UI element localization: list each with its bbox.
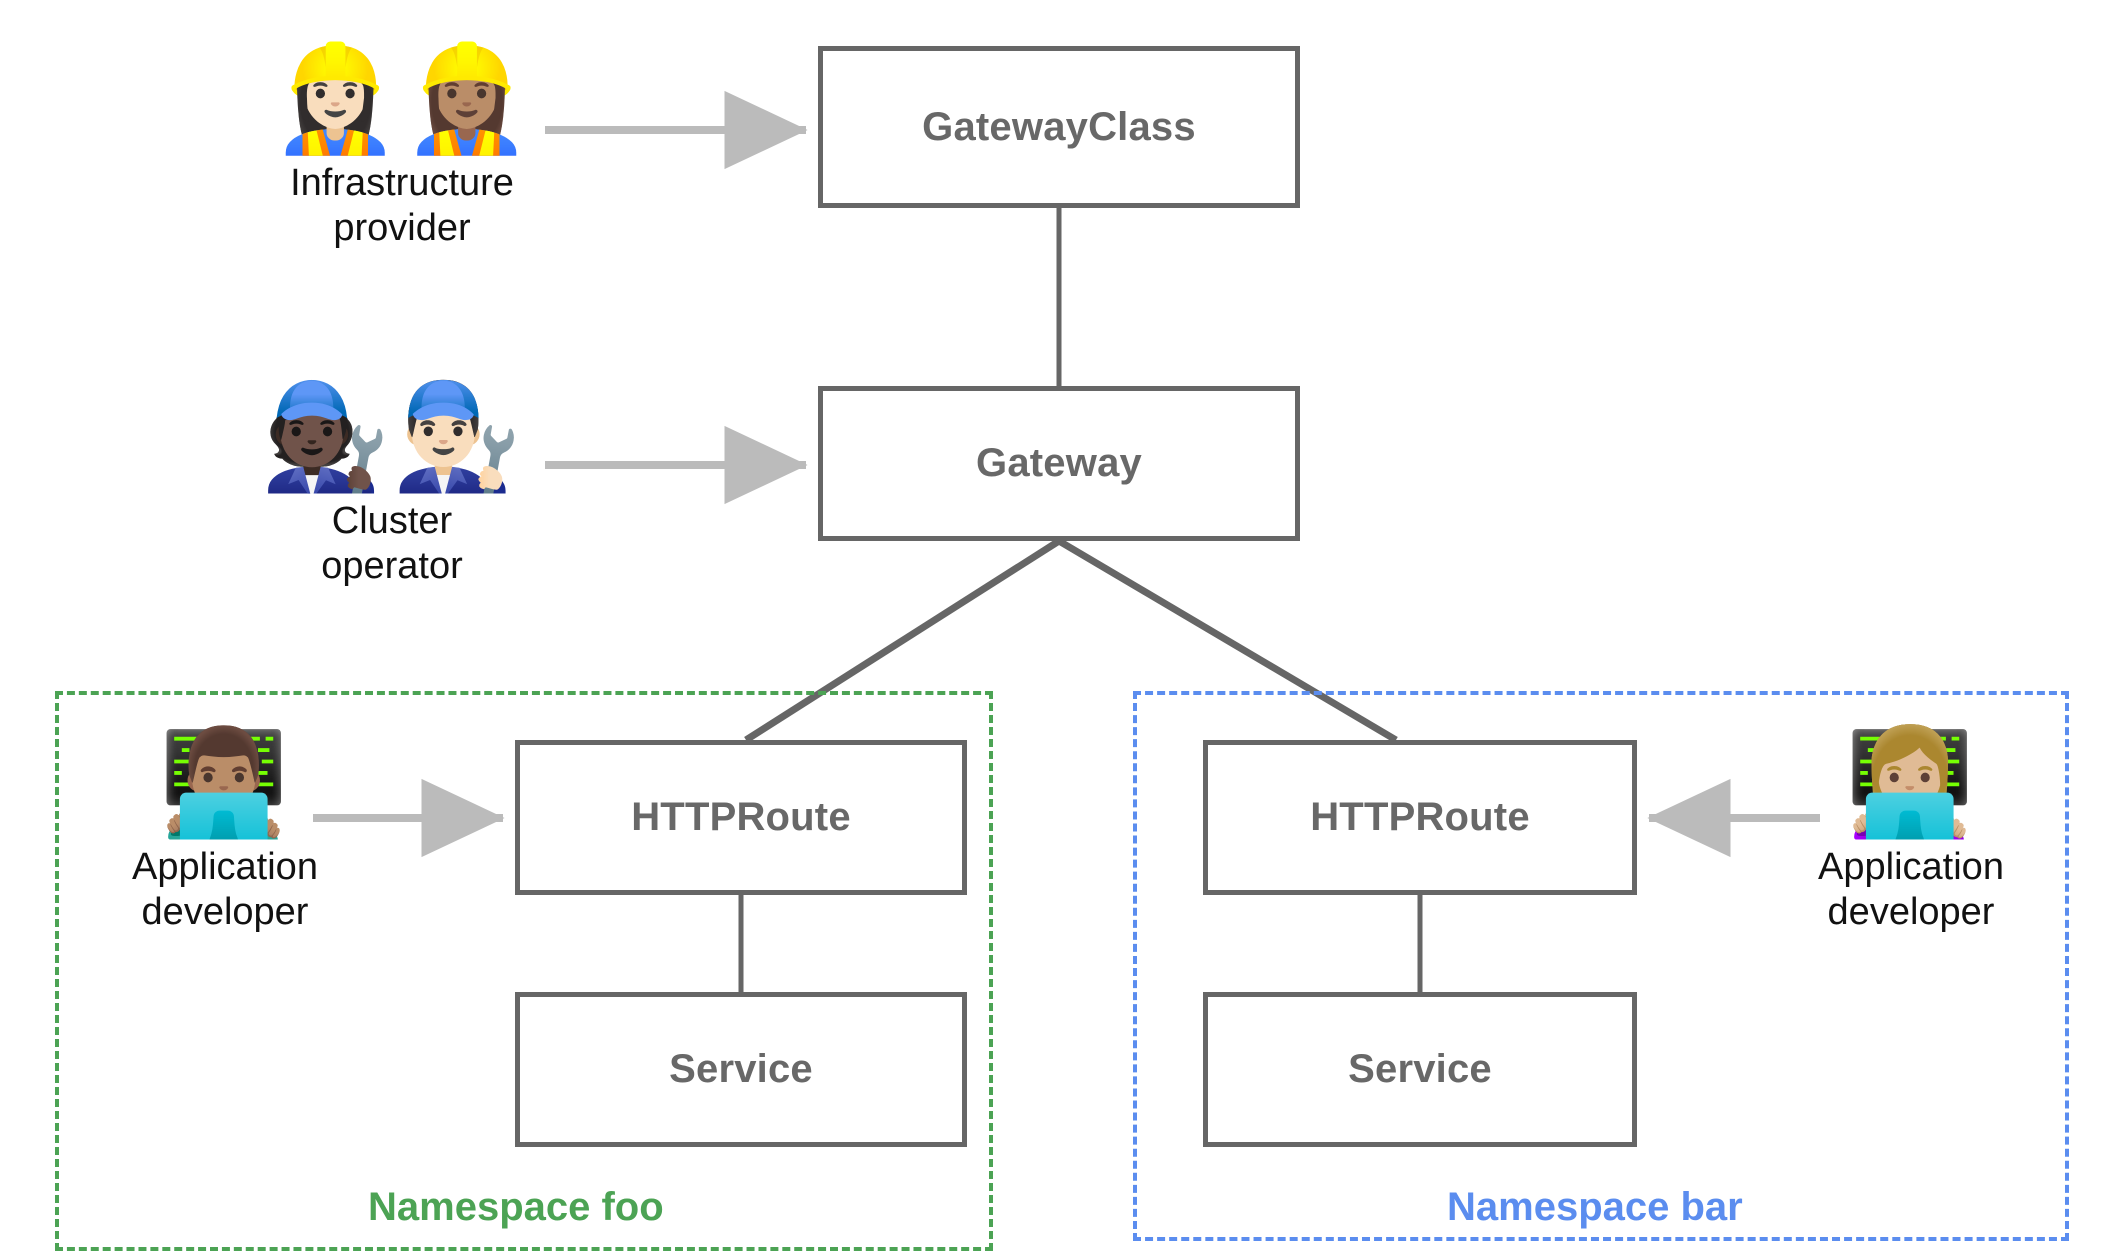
node-service-bar-label: Service [1348,1047,1492,1091]
persona-application-developer-bar: 👩🏼‍💻 Application developer [1796,721,2026,935]
namespace-group-foo [55,691,993,1251]
persona-cluster-operator: 🧑🏿‍🔧👨🏻‍🔧 Cluster operator [260,375,524,589]
node-gatewayclass-label: GatewayClass [922,104,1196,149]
node-gateway-label: Gateway [976,441,1142,485]
persona-cluster-operator-label: Cluster operator [321,500,463,588]
mechanic-person-icon: 🧑🏿‍🔧👨🏻‍🔧 [260,375,524,497]
node-httproute-bar-label: HTTPRoute [1310,795,1530,839]
node-gateway[interactable]: Gateway [818,386,1300,541]
node-service-foo-label: Service [669,1047,813,1091]
persona-infrastructure-provider: 👷🏻‍♀️👷🏽‍♀️ Infrastructure provider [270,37,534,251]
node-service-bar[interactable]: Service [1203,992,1637,1147]
persona-application-developer-bar-label: Application developer [1818,846,2004,934]
technologist-woman-icon: 👩🏼‍💻 [1845,721,1977,843]
namespace-bar-label: Namespace bar [1447,1185,1743,1229]
node-httproute-bar[interactable]: HTTPRoute [1203,740,1637,895]
persona-infrastructure-provider-label: Infrastructure provider [290,162,514,250]
namespace-group-bar [1133,691,2069,1241]
namespace-foo-label: Namespace foo [368,1185,664,1229]
node-gatewayclass[interactable]: GatewayClass [818,46,1300,208]
construction-worker-woman-icon: 👷🏻‍♀️👷🏽‍♀️ [270,37,534,159]
node-httproute-foo-label: HTTPRoute [631,795,851,839]
persona-application-developer-foo-label: Application developer [132,846,318,934]
technologist-man-icon: 👨🏽‍💻 [159,721,291,843]
node-service-foo[interactable]: Service [515,992,967,1147]
node-httproute-foo[interactable]: HTTPRoute [515,740,967,895]
persona-application-developer-foo: 👨🏽‍💻 Application developer [110,721,340,935]
